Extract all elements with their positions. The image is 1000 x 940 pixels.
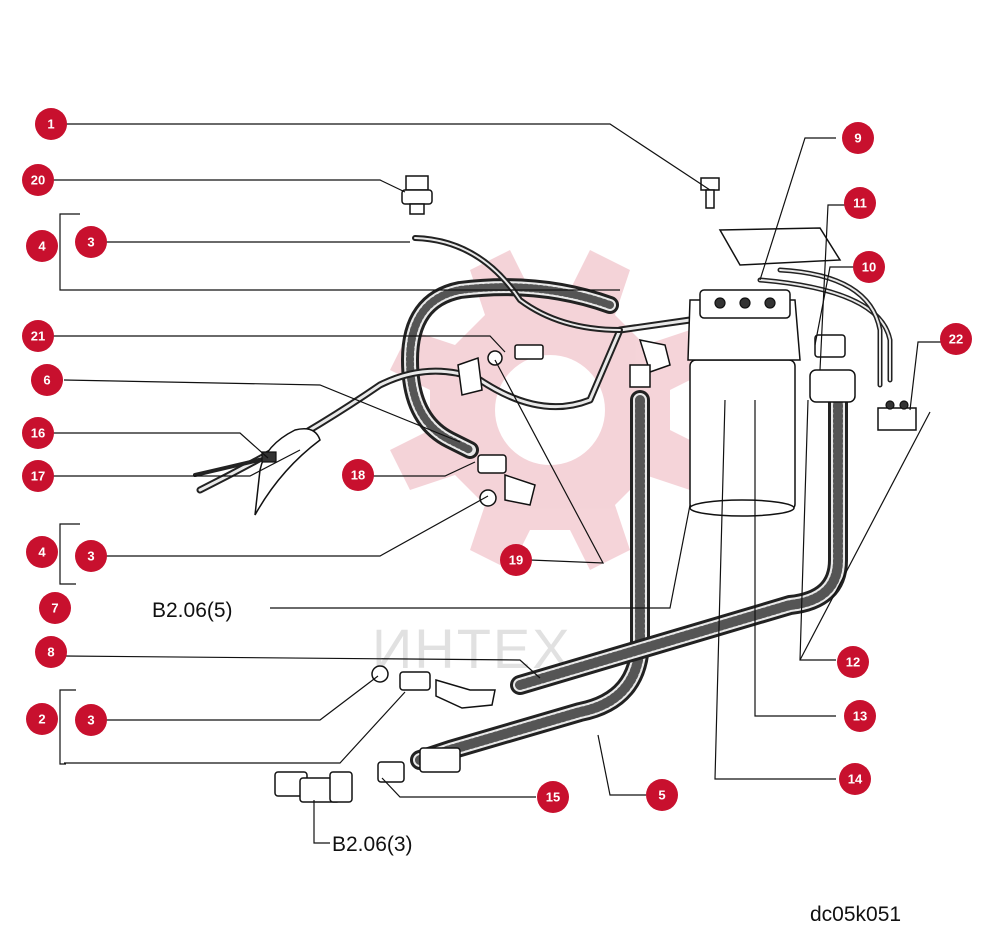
callout-19[interactable]: 19 [500, 544, 532, 576]
clamp-16 [254, 428, 321, 516]
svg-text:3: 3 [87, 713, 94, 728]
svg-text:15: 15 [546, 790, 560, 805]
callout-1[interactable]: 1 [35, 108, 67, 140]
group-brackets [59, 213, 620, 844]
svg-text:5: 5 [658, 788, 665, 803]
svg-text:22: 22 [949, 332, 963, 347]
svg-text:8: 8 [47, 645, 54, 660]
connector-22 [877, 400, 917, 431]
callout-3-middle[interactable]: 3 [75, 540, 107, 572]
callout-22[interactable]: 22 [940, 323, 972, 355]
bolt-21 [487, 344, 544, 366]
svg-text:7: 7 [51, 601, 58, 616]
callout-12[interactable]: 12 [837, 646, 869, 678]
reference-b2-06-5: B2.06(5) [152, 599, 233, 622]
watermark-text: ИНТЕХ [372, 617, 572, 680]
svg-text:4: 4 [38, 239, 46, 254]
callout-13[interactable]: 13 [844, 700, 876, 732]
svg-text:14: 14 [848, 772, 863, 787]
diagram-code: dc05k051 [810, 903, 901, 926]
callout-18[interactable]: 18 [342, 459, 374, 491]
svg-text:10: 10 [862, 260, 876, 275]
svg-text:9: 9 [854, 131, 861, 146]
callout-17[interactable]: 17 [22, 460, 54, 492]
callout-16[interactable]: 16 [22, 417, 54, 449]
svg-text:3: 3 [87, 235, 94, 250]
callout-15[interactable]: 15 [537, 781, 569, 813]
svg-text:21: 21 [31, 329, 45, 344]
filter-assembly [687, 227, 842, 517]
callout-7[interactable]: 7 [39, 592, 71, 624]
svg-text:6: 6 [43, 373, 50, 388]
callout-21[interactable]: 21 [22, 320, 54, 352]
svg-text:20: 20 [31, 173, 45, 188]
callout-4-middle[interactable]: 4 [26, 536, 58, 568]
svg-text:3: 3 [87, 549, 94, 564]
svg-text:18: 18 [351, 468, 365, 483]
svg-text:16: 16 [31, 426, 45, 441]
sensor-20 [401, 175, 433, 215]
callout-10[interactable]: 10 [853, 251, 885, 283]
callout-3-bottom[interactable]: 3 [75, 704, 107, 736]
leader-lines [38, 123, 942, 798]
callout-20[interactable]: 20 [22, 164, 54, 196]
callout-5[interactable]: 5 [646, 779, 678, 811]
callout-8[interactable]: 8 [35, 636, 67, 668]
callout-2[interactable]: 2 [26, 703, 58, 735]
bracket-19 [457, 356, 483, 396]
callout-4-top[interactable]: 4 [26, 230, 58, 262]
bolt-1 [700, 177, 720, 209]
callout-14[interactable]: 14 [839, 763, 871, 795]
svg-text:19: 19 [509, 553, 523, 568]
callout-6[interactable]: 6 [31, 364, 63, 396]
svg-text:17: 17 [31, 469, 45, 484]
svg-text:1: 1 [47, 117, 54, 132]
reference-b2-06-3: B2.06(3) [332, 833, 413, 856]
tee-fitting [274, 771, 353, 803]
svg-text:2: 2 [38, 712, 45, 727]
callout-9[interactable]: 9 [842, 122, 874, 154]
valve-10 [809, 334, 856, 403]
callout-3-top[interactable]: 3 [75, 226, 107, 258]
svg-text:11: 11 [853, 196, 867, 211]
callout-11[interactable]: 11 [844, 187, 876, 219]
svg-text:13: 13 [853, 709, 867, 724]
svg-text:4: 4 [38, 545, 46, 560]
svg-text:12: 12 [846, 655, 860, 670]
